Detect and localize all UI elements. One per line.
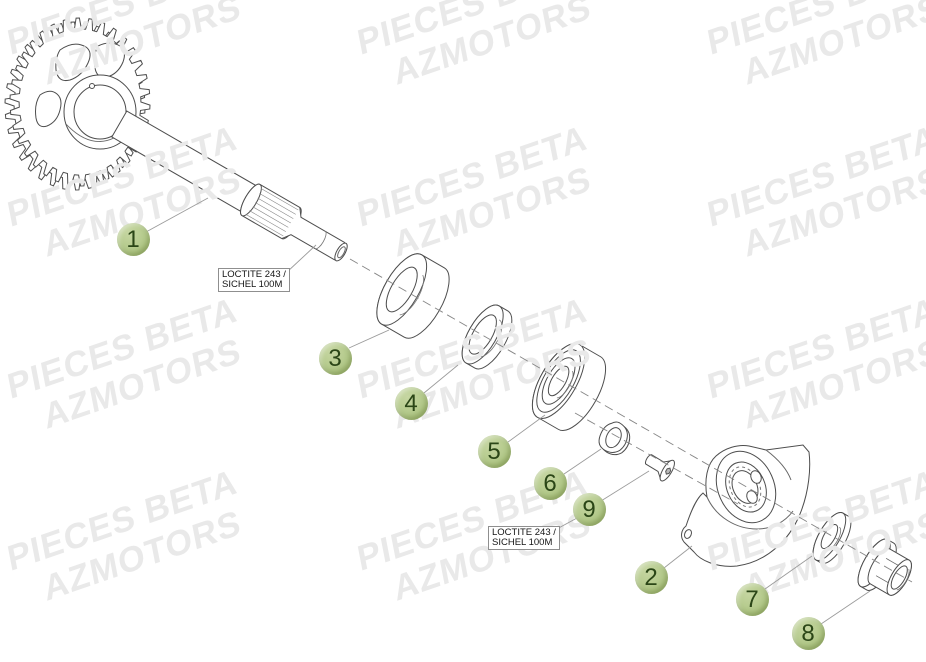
explosion-axis-line: [349, 258, 913, 583]
part-countersunk-screw: [644, 454, 675, 482]
part-lock-washer: [598, 421, 631, 456]
part-flat-washer: [812, 512, 852, 564]
part-washer-ring: [461, 304, 513, 370]
part-spacer-ring: [376, 253, 450, 339]
callout-leader-lines: [145, 197, 871, 625]
part-counterweight: [681, 444, 811, 567]
part-gear-shaft: [4, 17, 348, 262]
part-bearing: [531, 343, 607, 431]
part-flange-nut: [857, 538, 912, 596]
